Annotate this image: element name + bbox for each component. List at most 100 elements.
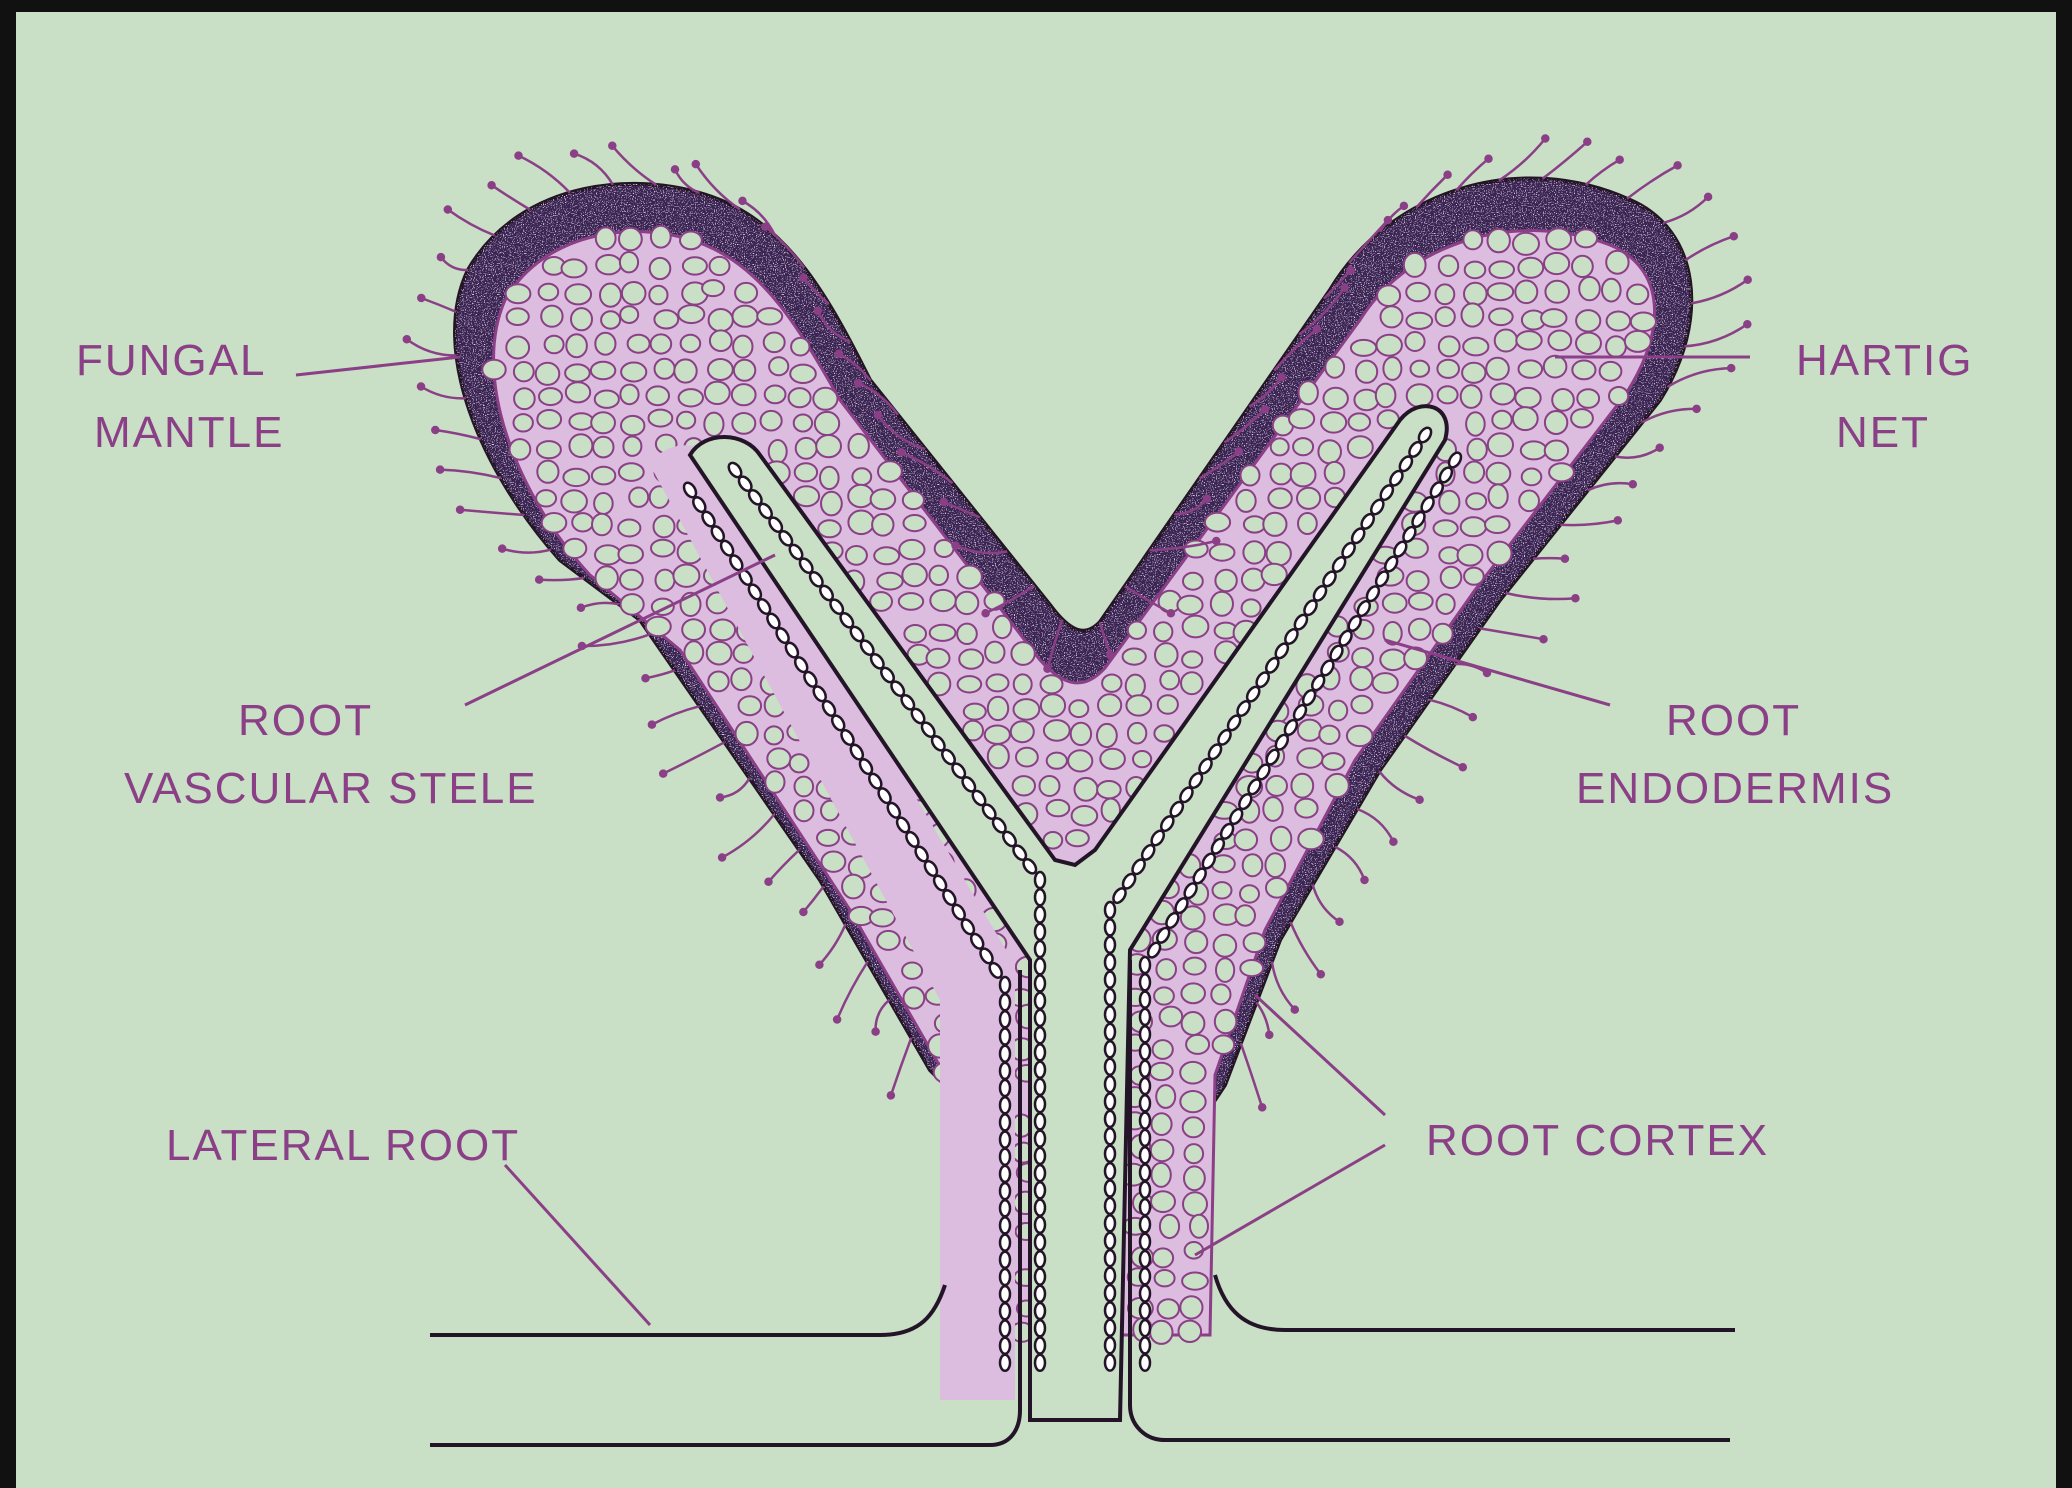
cortex-cell [618,545,643,563]
cortex-cell [1462,363,1485,383]
cortex-cell [704,413,723,436]
cortex-cell [1244,516,1265,532]
cortex-cell [1409,593,1433,610]
cortex-cell [1541,309,1566,327]
endodermis-cell [1000,994,1010,1010]
endodermis-cell [1035,1027,1045,1043]
cortex-cell [794,415,812,432]
cortex-cell [764,333,785,353]
endodermis-cell [1035,1269,1045,1285]
cortex-cell [651,540,675,557]
cortex-cell [1047,753,1067,769]
cortex-cell [1041,675,1063,693]
cortex-cell [848,511,874,535]
cortex-cell [964,704,986,720]
cortex-cell [1014,674,1032,694]
cortex-cell [1516,331,1541,349]
cortex-cell [1098,694,1121,716]
cortex-cell [877,931,900,950]
endodermis-cell [1105,1094,1115,1110]
cortex-cell [904,515,926,531]
cortex-cell [596,227,616,249]
cortex-cell [1572,256,1593,277]
cortex-cell [1243,854,1263,876]
cortex-cell [1181,983,1205,1003]
cortex-cell [1350,667,1372,690]
cortex-cell [765,771,784,793]
hypha-tip [1204,496,1210,502]
endodermis-cell [1000,1269,1010,1285]
cortex-cell [1184,958,1206,975]
cortex-cell [684,641,703,663]
cortex-cell [796,438,817,459]
endodermis-cell [1000,1338,1010,1354]
endodermis-cell [1140,1337,1150,1353]
hypha-tip [941,499,947,505]
cortex-cell [765,726,783,744]
cortex-cell [1047,800,1070,816]
cortex-cell [618,520,640,537]
cortex-cell [571,308,592,330]
cortex-cell [565,364,590,381]
cortex-cell [600,284,621,307]
cortex-cell [842,875,864,899]
cortex-cell [731,668,751,690]
cortex-cell [1211,592,1233,616]
cortex-cell [956,592,979,614]
cortex-cell [957,624,977,644]
cortex-cell [1242,599,1261,616]
cortex-cell [1075,778,1098,801]
endodermis-cell [1000,1166,1010,1182]
cortex-cell [545,336,564,354]
endodermis-cell [1035,941,1045,957]
hypha [1533,558,1565,559]
endodermis-cell [1105,1285,1115,1301]
cortex-cell [710,257,730,275]
endodermis-cell [1105,1181,1115,1197]
endodermis-cell [1105,919,1115,935]
hypha-tip [1279,374,1285,380]
cortex-cell [622,282,646,305]
endodermis-cell [1105,1268,1115,1284]
endodermis-cell [1105,1250,1115,1266]
endodermis-cell [1140,1130,1150,1146]
cortex-cell [1155,1270,1175,1286]
hypha-tip [1584,139,1590,145]
endodermis-cell [1105,1320,1115,1336]
cortex-cell [818,520,841,537]
cortex-cell [1102,675,1121,692]
endodermis-cell [1000,1149,1010,1165]
cortex-cell [1348,436,1373,458]
hypha-tip [457,507,463,513]
cortex-cell [1577,389,1599,408]
cortex-cell [757,308,782,324]
cortex-cell [993,616,1011,638]
cortex-cell [1439,336,1460,356]
cortex-cell [929,566,948,585]
hypha-tip [1401,203,1407,209]
cortex-cell [1349,413,1371,430]
endodermis-cell [1000,1217,1010,1233]
cortex-cell [1293,438,1313,455]
cortex-cell [1014,699,1040,720]
endodermis-cell [1140,1234,1150,1250]
hypha-tip [855,380,861,386]
hypha-tip [800,275,806,281]
cortex-cell [649,286,667,305]
cortex-cell [681,335,701,352]
hypha-tip [438,254,444,260]
cortex-cell [1186,1035,1209,1054]
cortex-cell [1298,720,1322,741]
cortex-cell [1548,331,1571,351]
cortex-cell [1461,517,1486,536]
cortex-cell [1437,594,1455,614]
cortex-cell [620,570,643,590]
hypha-tip [800,909,806,915]
cortex-cell [1215,570,1236,592]
cortex-cell [1491,384,1515,405]
cortex-cell [1321,412,1346,432]
hypha-tip [1728,365,1734,371]
cortex-cell [592,467,615,485]
cortex-cell [846,546,867,565]
cortex-cell [1289,409,1314,428]
